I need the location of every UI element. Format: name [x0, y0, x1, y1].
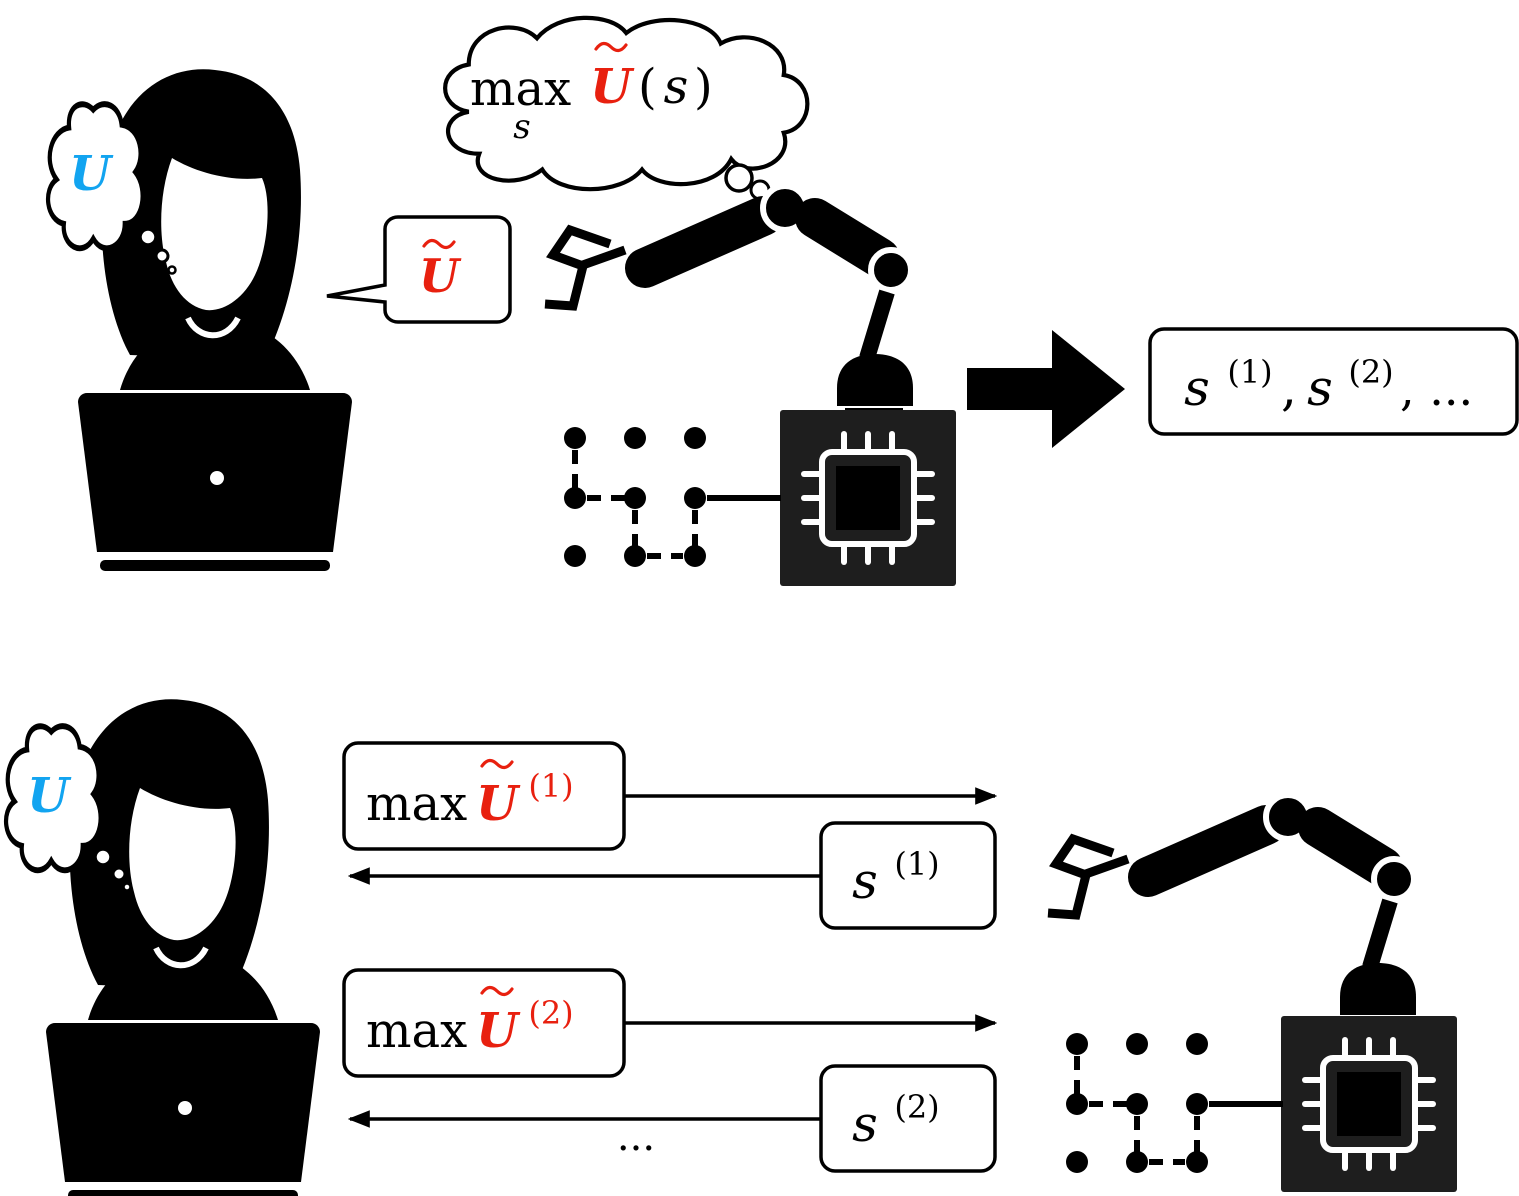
- thought-dot: [93, 847, 113, 867]
- sample-variable: s: [852, 852, 878, 910]
- top-panel: U U max s U ( s ): [48, 18, 1519, 586]
- query-box: max U (1): [342, 741, 626, 851]
- robot-arm-icon: [545, 186, 913, 417]
- max-subscript: s: [513, 107, 530, 147]
- sample-superscript: (1): [1227, 353, 1272, 391]
- response-box: s (2): [819, 1064, 997, 1173]
- true-utility-label: U: [69, 146, 114, 202]
- person-speech-bubble: U: [326, 215, 512, 324]
- thought-dot: [154, 248, 170, 264]
- cpu-chip-icon: [1281, 1016, 1457, 1192]
- robot-arm-icon: [1048, 795, 1416, 1026]
- thought-dot: [167, 265, 177, 275]
- person-thought-bubble: U: [6, 726, 132, 892]
- right-arrow-icon: [967, 330, 1125, 448]
- response-box: s (1): [819, 821, 997, 930]
- thought-dot: [111, 866, 127, 882]
- argument-label: s: [664, 59, 689, 115]
- proxy-utility-label: U: [590, 59, 635, 115]
- bottom-panel: U max U (1) s (1) max U (2): [6, 699, 1457, 1196]
- proxy-utility-label: U: [476, 1003, 521, 1059]
- sample-variable: s: [1184, 359, 1210, 417]
- separator: ,: [1281, 359, 1297, 417]
- output-samples-box: s (1) , s (2) , ...: [1148, 327, 1519, 436]
- continuation-ellipsis: ...: [617, 1114, 655, 1160]
- close-paren: ): [694, 59, 713, 115]
- open-paren: (: [638, 59, 657, 115]
- query-superscript: (1): [528, 767, 573, 805]
- query-box: max U (2): [342, 968, 626, 1078]
- cpu-chip-icon: [780, 410, 956, 586]
- thought-dot: [724, 163, 754, 193]
- sample-superscript: (2): [894, 1088, 939, 1126]
- thought-dot: [122, 882, 132, 892]
- true-utility-label: U: [27, 768, 72, 824]
- sample-superscript: (2): [1348, 353, 1393, 391]
- thought-dot: [138, 227, 158, 247]
- sample-superscript: (1): [894, 845, 939, 883]
- proxy-utility-label: U: [419, 249, 462, 303]
- max-label: max: [470, 61, 571, 117]
- max-label: max: [366, 776, 467, 832]
- circuit-nodes-icon: [564, 427, 781, 567]
- ellipsis: , ...: [1400, 362, 1473, 416]
- person-thought-bubble: U: [48, 104, 177, 275]
- circuit-nodes-icon: [1066, 1033, 1283, 1173]
- robot-thought-bubble: max s U ( s ): [445, 18, 807, 207]
- query-superscript: (2): [528, 994, 573, 1032]
- proxy-utility-label: U: [476, 776, 521, 832]
- sample-variable: s: [1307, 359, 1333, 417]
- sample-variable: s: [852, 1095, 878, 1153]
- max-label: max: [366, 1003, 467, 1059]
